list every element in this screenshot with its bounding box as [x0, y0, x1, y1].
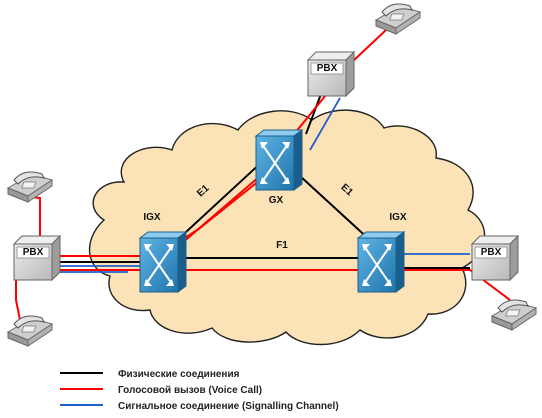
phone-icon: [375, 3, 421, 35]
pbx-right-label: PBX: [481, 247, 502, 258]
pbx-left-label: PBX: [23, 247, 44, 258]
legend: Физические соединения Голосовой вызов (V…: [60, 369, 339, 412]
signalling-path-top: [309, 97, 341, 151]
link-e1-right: [299, 175, 373, 243]
legend-physical: Физические соединения: [118, 369, 240, 380]
igx-right-label: IGX: [389, 212, 407, 223]
pbx-right: PBX: [471, 235, 519, 281]
phone-icon: [491, 299, 537, 331]
igx-left-label: IGX: [143, 212, 161, 223]
f1-label: F1: [276, 240, 288, 251]
pbx-left: PBX: [13, 235, 61, 281]
legend-signalling: Сигнальное соединение (Signalling Channe…: [118, 401, 339, 412]
pbx-top: PBX: [307, 51, 355, 97]
igx-switch-left: [139, 231, 187, 293]
pbx-top-label: PBX: [317, 63, 338, 74]
phone-icon: [7, 315, 53, 347]
gx-label: GX: [269, 195, 284, 206]
gx-switch: [255, 129, 303, 191]
legend-voice-call: Голосовой вызов (Voice Call): [118, 385, 262, 396]
igx-switch-right: [357, 231, 405, 293]
phone-icon: [7, 171, 53, 203]
